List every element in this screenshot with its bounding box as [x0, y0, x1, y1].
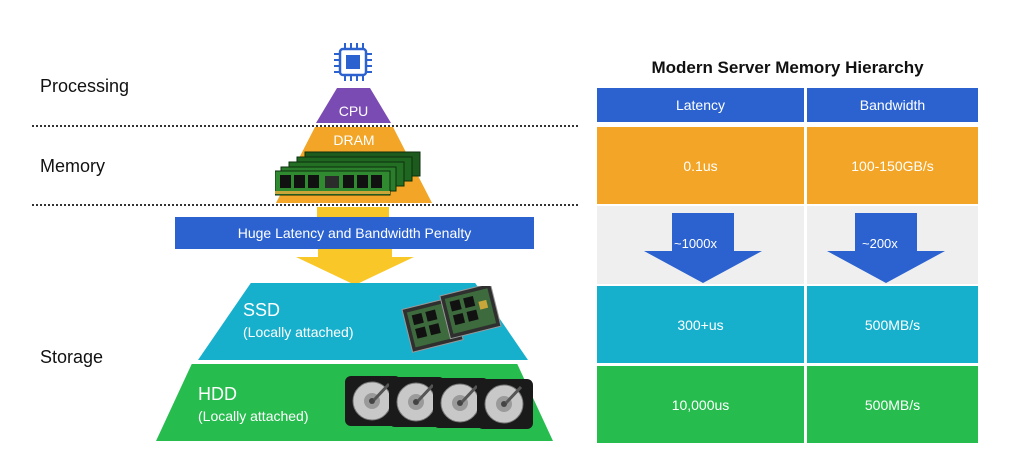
ram-module-icon: [275, 151, 421, 196]
layer-label-storage: Storage: [40, 347, 104, 367]
cell-hdd-bandwidth: 500MB/s: [807, 366, 978, 443]
hdd-subtitle: (Locally attached): [198, 408, 309, 424]
penalty-label: Huge Latency and Bandwidth Penalty: [237, 225, 472, 241]
hdd-title: HDD: [198, 384, 237, 404]
cell-hdd-latency: 10,000us: [597, 366, 804, 443]
ssd-drive-icon: [401, 286, 502, 353]
latency-down-arrow-icon: [644, 213, 762, 283]
bandwidth-down-arrow-icon: [827, 213, 945, 283]
pyramid-cpu: CPU: [316, 88, 391, 123]
pyramid-dram-label: DRAM: [333, 132, 375, 148]
cpu-chip-icon: [334, 43, 372, 81]
header-latency: Latency: [597, 88, 804, 122]
separator-memory-storage: [32, 204, 578, 206]
header-bandwidth: Bandwidth: [807, 88, 978, 122]
table-title: Modern Server Memory Hierarchy: [651, 58, 924, 77]
latency-factor: ~1000x: [674, 236, 718, 251]
layer-label-processing: Processing: [40, 76, 130, 96]
pyramid-hdd-text: HDD (Locally attached): [198, 384, 309, 424]
cell-dram-bandwidth: 100-150GB/s: [807, 127, 978, 204]
pyramid-ssd-text: SSD (Locally attached): [243, 300, 354, 340]
bandwidth-factor: ~200x: [862, 236, 898, 251]
ssd-subtitle: (Locally attached): [243, 324, 354, 340]
cell-ssd-bandwidth: 500MB/s: [807, 286, 978, 363]
pyramid-cpu-label: CPU: [338, 103, 369, 119]
penalty-banner: Huge Latency and Bandwidth Penalty: [175, 217, 534, 249]
ssd-title: SSD: [243, 300, 281, 320]
down-arrow-icon: [296, 249, 414, 285]
cell-dram-latency: 0.1us: [597, 127, 804, 204]
separator-processing-memory: [32, 125, 578, 127]
layer-label-memory: Memory: [40, 156, 106, 176]
hdd-drive-icon: [345, 375, 535, 431]
cell-ssd-latency: 300+us: [597, 286, 804, 363]
connector-block: [317, 207, 389, 219]
